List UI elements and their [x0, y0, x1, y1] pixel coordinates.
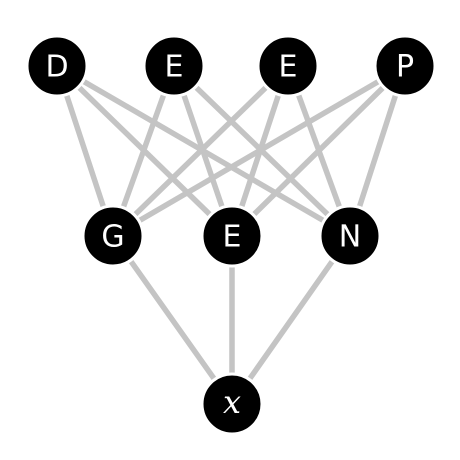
- node-x-bottom: x: [200, 372, 264, 436]
- node-e-top-1-label: E: [165, 50, 184, 85]
- node-g-middle: G: [81, 204, 145, 268]
- node-n-middle-label: N: [339, 220, 361, 255]
- node-e-middle: E: [200, 204, 264, 268]
- node-layer: D E E P G E N x: [25, 34, 437, 436]
- edge-p1-g: [111, 63, 407, 239]
- node-p-top-label: P: [396, 50, 414, 85]
- edge-g-x: [110, 234, 235, 406]
- edge-e2-g: [111, 64, 290, 238]
- node-x-bottom-label: x: [223, 383, 241, 421]
- edge-p1-e3: [230, 64, 407, 238]
- node-p-top: P: [373, 34, 437, 98]
- node-e-top-1: E: [142, 34, 206, 98]
- node-d-top: D: [25, 34, 89, 98]
- node-n-middle: N: [318, 204, 382, 268]
- edge-n-x: [229, 234, 353, 406]
- node-g-middle-label: G: [101, 220, 124, 255]
- node-d-top-label: D: [45, 50, 68, 85]
- node-e-middle-label: E: [223, 220, 242, 255]
- node-e-top-2: E: [256, 34, 320, 98]
- node-e-top-2-label: E: [279, 50, 298, 85]
